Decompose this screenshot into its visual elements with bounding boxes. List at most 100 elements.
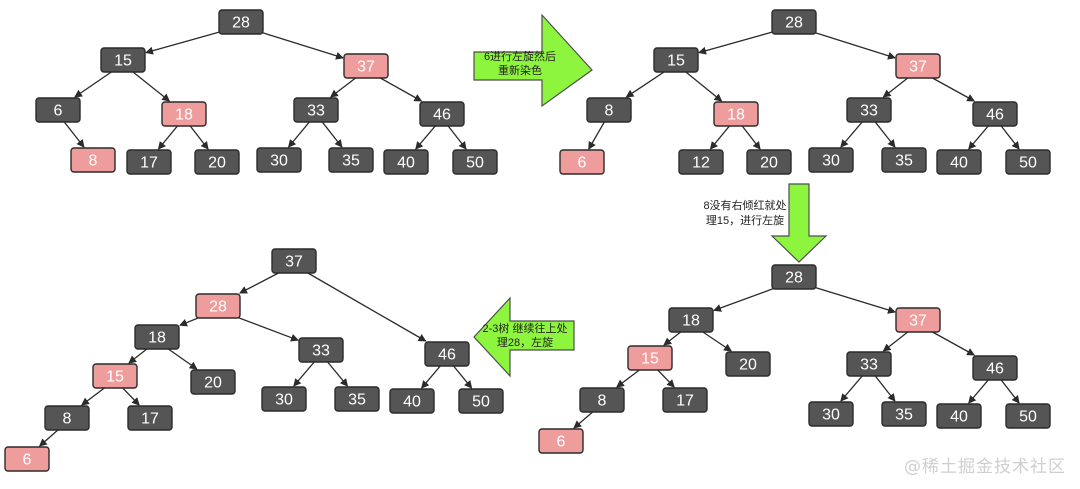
tree1-node-18: 18 [161, 101, 207, 127]
tree1-node-box-50 [452, 149, 498, 175]
tree1-node-17: 17 [126, 149, 172, 175]
tree3-node-33: 33 [846, 351, 892, 377]
arrow-down-line-2: 理15，进行左旋 [706, 213, 784, 227]
tree4-node-35: 35 [334, 386, 380, 412]
tree1-node-label-46: 46 [433, 107, 451, 124]
arrow-right-line-2: 重新染色 [498, 63, 542, 77]
tree2-node-label-20: 20 [760, 155, 778, 172]
tree4-node-box-8 [44, 405, 90, 431]
tree3-node-box-17 [662, 387, 708, 413]
tree3-node-37: 37 [895, 307, 941, 333]
tree2-node-box-6 [559, 149, 605, 175]
tree3-node-box-20 [725, 351, 771, 377]
tree4-node-box-15 [92, 363, 138, 389]
tree2-node-box-8 [586, 97, 632, 123]
tree1-node-label-50: 50 [466, 155, 484, 172]
arrow-left: 2-3树 继续往上处 理28，左旋 [473, 296, 575, 378]
tree3-node-label-6: 6 [557, 434, 566, 451]
tree2-node-label-18: 18 [727, 107, 745, 124]
tree1-node-box-28 [218, 9, 264, 35]
tree3-node-box-50 [1005, 403, 1051, 429]
tree1-node-50: 50 [452, 149, 498, 175]
arrow-down-line-1: 8没有右倾红就处 [703, 198, 786, 212]
tree3-node-label-8: 8 [598, 393, 607, 410]
tree4-node-box-50 [458, 388, 504, 414]
tree4-node-18: 18 [134, 324, 180, 350]
tree3-node-label-37: 37 [909, 313, 927, 330]
tree4-node-label-20: 20 [204, 375, 222, 392]
tree2-node-box-18 [713, 101, 759, 127]
tree2-node-37: 37 [895, 53, 941, 79]
tree3-node-box-28 [771, 264, 817, 290]
tree4-node-label-37: 37 [285, 254, 303, 271]
tree3-node-box-40 [936, 403, 982, 429]
tree3-node-box-35 [881, 401, 927, 427]
tree2-node-label-8: 8 [605, 103, 614, 120]
tree2-node-50: 50 [1005, 149, 1051, 175]
tree1-node-label-8: 8 [89, 153, 98, 170]
tree3-node-18: 18 [668, 307, 714, 333]
tree3-node-label-28: 28 [785, 270, 803, 287]
tree4-node-28: 28 [195, 293, 241, 319]
tree4-node-box-40 [389, 388, 435, 414]
tree1-node-label-33: 33 [307, 103, 325, 120]
tree4-node-8: 8 [44, 405, 90, 431]
arrow-right: 6进行左旋然后 重新染色 [473, 13, 593, 108]
tree1-node-label-6: 6 [54, 103, 63, 120]
tree4-node-box-6 [4, 446, 50, 472]
tree2-node-label-28: 28 [785, 15, 803, 32]
tree4-node-20: 20 [190, 369, 236, 395]
tree4-node-50: 50 [458, 388, 504, 414]
tree2-node-33: 33 [846, 97, 892, 123]
tree3-node-box-6 [538, 428, 584, 454]
tree3-node-50: 50 [1005, 403, 1051, 429]
tree1-node-40: 40 [383, 149, 429, 175]
tree4-node-label-33: 33 [312, 343, 330, 360]
tree2-node-40: 40 [936, 149, 982, 175]
tree2-node-28: 28 [771, 9, 817, 35]
tree3-node-label-15: 15 [641, 351, 659, 368]
tree2-node-box-46 [972, 101, 1018, 127]
tree4-node-box-20 [190, 369, 236, 395]
tree1-node-box-33 [293, 97, 339, 123]
tree1-node-box-20 [194, 149, 240, 175]
tree1-node-label-28: 28 [232, 15, 250, 32]
tree4-node-box-18 [134, 324, 180, 350]
tree1-node-label-18: 18 [175, 107, 193, 124]
tree1-node-6: 6 [35, 97, 81, 123]
tree3-node-box-8 [579, 387, 625, 413]
tree3-node-8: 8 [579, 387, 625, 413]
tree4-node-40: 40 [389, 388, 435, 414]
tree4-node-label-46: 46 [438, 347, 456, 364]
tree3-node-6: 6 [538, 428, 584, 454]
tree3-node-15: 15 [627, 345, 673, 371]
tree4-node-box-35 [334, 386, 380, 412]
tree2-node-label-6: 6 [578, 155, 587, 172]
tree1-node-20: 20 [194, 149, 240, 175]
tree1-node-46: 46 [419, 101, 465, 127]
tree3-node-label-18: 18 [682, 313, 700, 330]
tree4-node-15: 15 [92, 363, 138, 389]
tree2-node-label-50: 50 [1019, 155, 1037, 172]
tree4-node-37: 37 [271, 248, 317, 274]
tree3-node-box-15 [627, 345, 673, 371]
tree2-node-box-40 [936, 149, 982, 175]
tree2-node-12: 12 [678, 149, 724, 175]
tree2-node-6: 6 [559, 149, 605, 175]
tree3-node-label-46: 46 [986, 361, 1004, 378]
tree2-node-label-15: 15 [667, 53, 685, 70]
tree1-node-15: 15 [100, 47, 146, 73]
tree1-node-8: 8 [70, 147, 116, 173]
tree1-node-box-8 [70, 147, 116, 173]
tree1-node-label-15: 15 [114, 53, 132, 70]
tree3-node-box-46 [972, 355, 1018, 381]
tree3-node-label-17: 17 [676, 393, 694, 410]
tree2-node-box-15 [653, 47, 699, 73]
tree2-node-label-46: 46 [986, 107, 1004, 124]
tree1-node-box-18 [161, 101, 207, 127]
tree4-node-box-46 [424, 341, 470, 367]
tree2-node-label-37: 37 [909, 59, 927, 76]
tree4-node-label-50: 50 [472, 394, 490, 411]
tree1-node-label-17: 17 [140, 155, 158, 172]
tree1-node-35: 35 [328, 147, 374, 173]
